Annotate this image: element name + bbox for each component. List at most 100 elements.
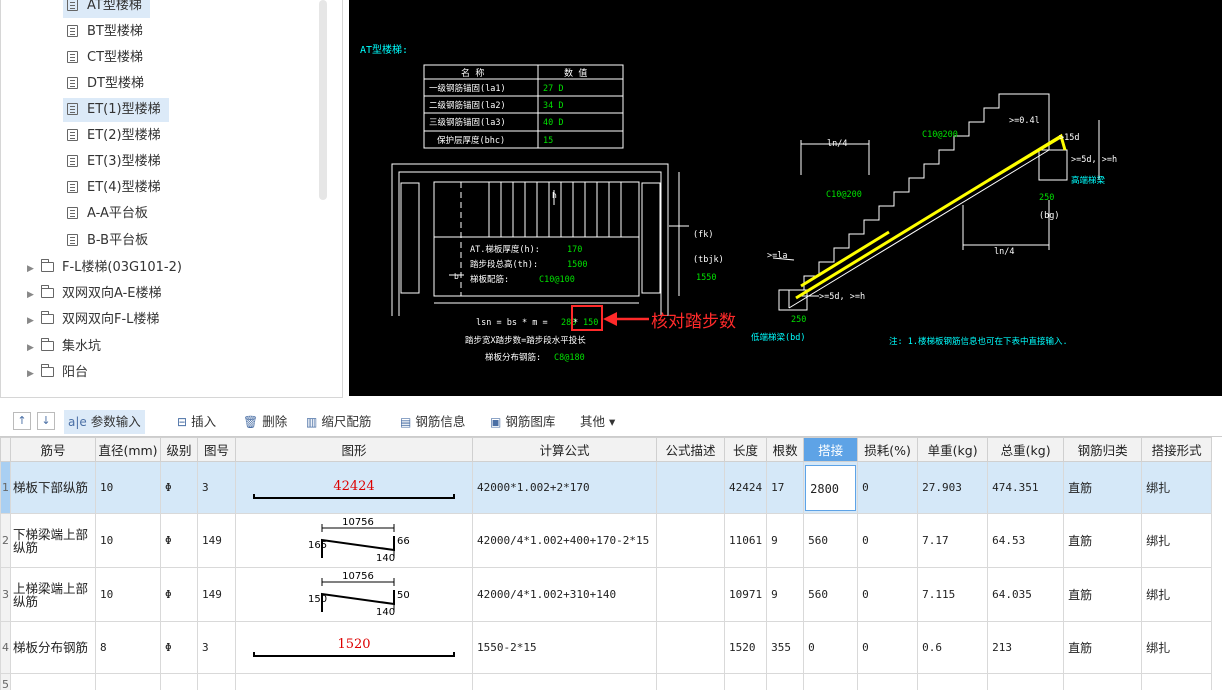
table-row[interactable]: 3 上梯梁端上部纵筋 10 Φ 149 10756 150 50 140 — [0, 567, 1213, 622]
cell-bar-name[interactable]: 梯板分布钢筋 — [10, 621, 96, 674]
col-header-figure-no[interactable]: 图号 — [197, 437, 236, 462]
cell-formula-desc[interactable] — [656, 621, 725, 674]
cell-loss[interactable]: 0 — [857, 567, 919, 622]
tree-folder-balcony[interactable]: ▶阳台 — [27, 361, 88, 385]
cell-diameter[interactable]: 8 — [95, 621, 161, 674]
rebar-library-button[interactable]: ▣钢筋图库 — [490, 410, 555, 434]
tree-item-ct[interactable]: CT型楼梯 — [63, 46, 151, 70]
scale-rebar-button[interactable]: ▥缩尺配筋 — [306, 410, 371, 434]
cell-count[interactable]: 355 — [766, 621, 805, 674]
table-row-empty[interactable]: 5 — [0, 673, 1213, 690]
cell-diameter[interactable]: 10 — [95, 567, 161, 622]
col-header-loss[interactable]: 损耗(%) — [857, 437, 919, 462]
cell-diameter[interactable]: 10 — [95, 513, 161, 568]
cell-length[interactable]: 11061 — [723, 513, 768, 568]
cell-category[interactable]: 直筋 — [1063, 567, 1143, 622]
tree-item-dt[interactable]: DT型楼梯 — [63, 72, 152, 96]
cell-category[interactable]: 直筋 — [1063, 461, 1143, 514]
col-header-count[interactable]: 根数 — [766, 437, 805, 462]
stair-drawing[interactable]: AT型楼梯: 名 称 数 值 一级钢筋锚固(la1) 27 D 二级钢筋锚固(l… — [349, 0, 1222, 396]
delete-button[interactable]: 🗑删除 — [243, 410, 287, 434]
tree-item-et3[interactable]: ET(3)型楼梯 — [63, 150, 169, 174]
table-row[interactable]: 1 梯板下部纵筋 10 Φ 3 42424 42000*1.002+2*170 … — [0, 461, 1213, 514]
cell-diameter[interactable]: 10 — [95, 461, 161, 514]
cell-loss[interactable]: 0 — [857, 461, 919, 514]
cell-lap-type[interactable]: 绑扎 — [1141, 621, 1213, 674]
cell-total-weight[interactable]: 64.035 — [987, 567, 1065, 622]
move-up-button[interactable]: ↑ — [13, 412, 31, 430]
row-number[interactable]: 5 — [0, 673, 11, 690]
cell-shape[interactable]: 10756 165 66 140 — [235, 513, 473, 568]
tree-item-et1[interactable]: ET(1)型楼梯 — [63, 98, 169, 122]
tree-folder-sump[interactable]: ▶集水坑 — [27, 335, 101, 359]
other-menu-button[interactable]: 其他 ▾ — [580, 414, 616, 429]
cell-count[interactable]: 9 — [766, 513, 805, 568]
tree-folder-ae[interactable]: ▶双网双向A-E楼梯 — [27, 282, 162, 306]
cell-lap[interactable]: 2800 — [803, 461, 859, 514]
cell-loss[interactable]: 0 — [857, 621, 919, 674]
tree-item-bt[interactable]: BT型楼梯 — [63, 20, 151, 44]
lap-input[interactable]: 2800 — [805, 464, 857, 511]
cell-unit-weight[interactable]: 7.115 — [917, 567, 989, 622]
cell-grade[interactable]: Φ — [160, 567, 198, 622]
row-number[interactable]: 3 — [0, 567, 11, 622]
cell-formula[interactable]: 1550-2*15 — [472, 621, 657, 674]
col-header-bar-no[interactable]: 筋号 — [10, 437, 96, 462]
cell-total-weight[interactable]: 474.351 — [987, 461, 1065, 514]
tree-item-aa-slab[interactable]: A-A平台板 — [63, 202, 156, 226]
cell-category[interactable]: 直筋 — [1063, 621, 1143, 674]
chevron-right-icon[interactable]: ▶ — [27, 290, 34, 300]
row-number[interactable]: 1 — [0, 461, 11, 514]
cell-loss[interactable]: 0 — [857, 513, 919, 568]
col-header-lap[interactable]: 搭接 — [803, 437, 859, 462]
chevron-right-icon[interactable]: ▶ — [27, 343, 34, 353]
cell-formula-desc[interactable] — [656, 567, 725, 622]
cell-lap[interactable]: 560 — [803, 567, 859, 622]
cell-formula[interactable]: 42000/4*1.002+310+140 — [472, 567, 657, 622]
move-down-button[interactable]: ↓ — [37, 412, 55, 430]
cell-figure-no[interactable]: 3 — [197, 461, 236, 514]
col-header-lap-type[interactable]: 搭接形式 — [1141, 437, 1213, 462]
rebar-info-button[interactable]: ▤钢筋信息 — [400, 410, 465, 434]
cell-grade[interactable]: Φ — [160, 461, 198, 514]
cell-formula-desc[interactable] — [656, 513, 725, 568]
cell-total-weight[interactable]: 64.53 — [987, 513, 1065, 568]
col-header-unit-weight[interactable]: 单重(kg) — [917, 437, 989, 462]
col-header-category[interactable]: 钢筋归类 — [1063, 437, 1143, 462]
cell-count[interactable]: 9 — [766, 567, 805, 622]
col-header-formula-desc[interactable]: 公式描述 — [656, 437, 725, 462]
cell-grade[interactable]: Φ — [160, 513, 198, 568]
tree-item-et2[interactable]: ET(2)型楼梯 — [63, 124, 169, 148]
tree-item-at[interactable]: AT型楼梯 — [63, 0, 150, 18]
cell-unit-weight[interactable]: 27.903 — [917, 461, 989, 514]
cell-category[interactable]: 直筋 — [1063, 513, 1143, 568]
cell-figure-no[interactable]: 149 — [197, 513, 236, 568]
chevron-right-icon[interactable]: ▶ — [27, 264, 34, 274]
tree-folder-fl2[interactable]: ▶双网双向F-L楼梯 — [27, 308, 159, 332]
col-header-length[interactable]: 长度 — [723, 437, 768, 462]
tree-item-et4[interactable]: ET(4)型楼梯 — [63, 176, 169, 200]
insert-button[interactable]: ⊟插入 — [177, 410, 216, 434]
cell-lap-type[interactable]: 绑扎 — [1141, 513, 1213, 568]
cell-bar-name[interactable]: 下梯梁端上部纵筋 — [10, 513, 96, 568]
col-header-diameter[interactable]: 直径(mm) — [95, 437, 161, 462]
cell-formula[interactable]: 42000*1.002+2*170 — [472, 461, 657, 514]
cell-shape[interactable]: 42424 — [235, 461, 473, 514]
cell-total-weight[interactable]: 213 — [987, 621, 1065, 674]
cell-bar-name[interactable]: 梯板下部纵筋 — [10, 461, 96, 514]
col-header-formula[interactable]: 计算公式 — [472, 437, 657, 462]
cell-count[interactable]: 17 — [766, 461, 805, 514]
cell-lap[interactable]: 0 — [803, 621, 859, 674]
table-row[interactable]: 4 梯板分布钢筋 8 Φ 3 1520 1550-2*15 1520 355 0… — [0, 621, 1213, 674]
cell-lap-type[interactable]: 绑扎 — [1141, 567, 1213, 622]
row-number[interactable]: 2 — [0, 513, 11, 568]
col-header-grade[interactable]: 级别 — [160, 437, 198, 462]
row-number[interactable]: 4 — [0, 621, 11, 674]
col-header-shape[interactable]: 图形 — [235, 437, 473, 462]
tree-scrollbar[interactable] — [319, 0, 327, 200]
col-header-total-weight[interactable]: 总重(kg) — [987, 437, 1065, 462]
cell-figure-no[interactable]: 149 — [197, 567, 236, 622]
cell-formula-desc[interactable] — [656, 461, 725, 514]
cell-formula[interactable]: 42000/4*1.002+400+170-2*15 — [472, 513, 657, 568]
